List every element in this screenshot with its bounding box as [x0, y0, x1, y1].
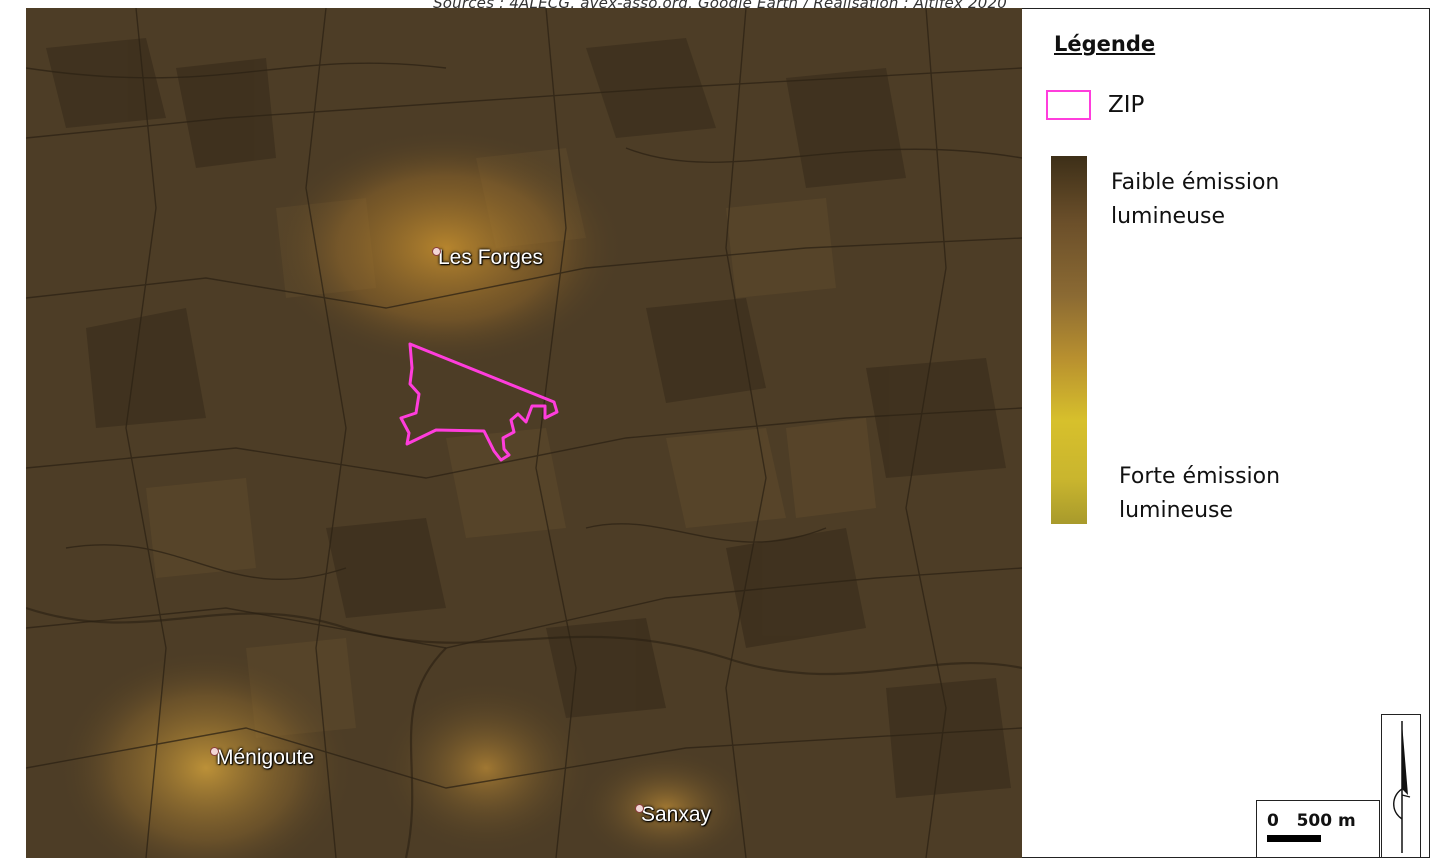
town-name: Les Forges [438, 246, 544, 269]
town-label-les-forges[interactable]: Les Forges [432, 246, 544, 270]
scale-bar: 0 500 m [1256, 800, 1380, 858]
zip-swatch-icon [1046, 90, 1091, 120]
location-pin-icon [635, 804, 644, 813]
north-arrow-icon [1381, 714, 1421, 858]
scale-label: 0 500 m [1267, 811, 1356, 831]
location-pin-icon [432, 247, 441, 256]
town-name: Sanxay [641, 803, 712, 826]
town-label-menigoute[interactable]: Ménigoute [210, 746, 315, 770]
map-view[interactable]: Les Forges Ménigoute Sanxay [26, 8, 1022, 858]
legend-title: Légende [1054, 32, 1156, 56]
zip-legend-label: ZIP [1108, 92, 1145, 118]
legend-panel: Légende ZIP Faible émission lumineuse Fo… [1022, 8, 1430, 858]
high-emission-label: Forte émission lumineuse [1119, 464, 1281, 523]
location-pin-icon [210, 747, 219, 756]
light-emission-gradient [1051, 156, 1087, 524]
satellite-imagery [26, 8, 1022, 858]
low-emission-label: Faible émission lumineuse [1111, 170, 1280, 229]
town-name: Ménigoute [216, 746, 315, 769]
scale-bar-graphic [1267, 835, 1321, 842]
town-label-sanxay[interactable]: Sanxay [635, 803, 712, 827]
